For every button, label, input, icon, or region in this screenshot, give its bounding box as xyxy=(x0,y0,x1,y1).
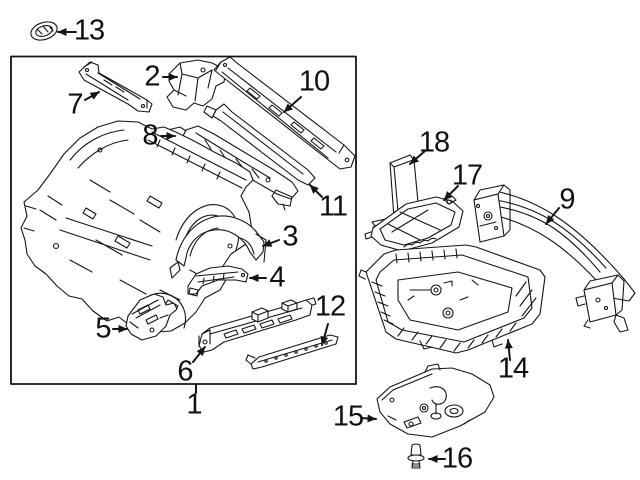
assembly-group-box xyxy=(11,57,356,385)
callout-label-15[interactable]: 15 xyxy=(332,400,364,433)
callout-label-6[interactable]: 6 xyxy=(177,355,193,388)
part-11-drawing xyxy=(204,104,315,185)
part-7-drawing xyxy=(79,62,152,112)
part-15-drawing xyxy=(377,364,494,437)
callout-arrow-7 xyxy=(85,92,99,100)
callout-label-7[interactable]: 7 xyxy=(67,88,83,121)
callout-label-9[interactable]: 9 xyxy=(559,183,575,216)
part-17-drawing xyxy=(365,196,463,251)
callout-arrow-6 xyxy=(193,347,205,362)
callout-label-17[interactable]: 17 xyxy=(451,159,483,192)
callout-label-11[interactable]: 11 xyxy=(318,190,348,223)
part-16-drawing xyxy=(408,444,424,468)
callout-label-13[interactable]: 13 xyxy=(73,14,105,47)
part-14-drawing xyxy=(359,245,545,353)
callout-arrow-14 xyxy=(504,340,513,360)
part-2-drawing xyxy=(167,60,226,110)
callout-label-18[interactable]: 18 xyxy=(418,126,450,159)
callout-label-8[interactable]: 8 xyxy=(142,119,158,152)
callout-label-4[interactable]: 4 xyxy=(269,261,285,294)
callout-label-14[interactable]: 14 xyxy=(497,352,529,385)
callout-label-10[interactable]: 10 xyxy=(298,65,330,98)
callout-label-16[interactable]: 16 xyxy=(441,442,473,475)
part-3-drawing xyxy=(170,216,266,278)
callout-label-12[interactable]: 12 xyxy=(314,290,346,323)
part-4-drawing xyxy=(188,266,248,296)
part-12-drawing xyxy=(246,335,338,369)
callout-label-3[interactable]: 3 xyxy=(282,220,298,253)
callout-label-5[interactable]: 5 xyxy=(95,312,111,345)
callout-arrow-15 xyxy=(361,414,376,423)
callout-arrow-11 xyxy=(310,185,322,197)
callout-arrow-18 xyxy=(410,151,425,164)
callout-arrow-9 xyxy=(546,208,559,224)
callout-arrow-12 xyxy=(320,324,328,345)
callout-arrow-17 xyxy=(444,186,458,200)
callout-arrow-3 xyxy=(263,240,279,246)
part-10-drawing xyxy=(214,57,355,169)
callout-label-1[interactable]: 1 xyxy=(186,388,202,421)
callout-arrow-10 xyxy=(284,97,301,112)
callout-label-2[interactable]: 2 xyxy=(144,60,160,93)
part-6-drawing xyxy=(199,298,316,352)
part-13-drawing xyxy=(29,19,60,44)
part-5-drawing xyxy=(126,294,177,340)
callout-arrows xyxy=(58,28,559,463)
part-9-drawing xyxy=(474,185,635,332)
